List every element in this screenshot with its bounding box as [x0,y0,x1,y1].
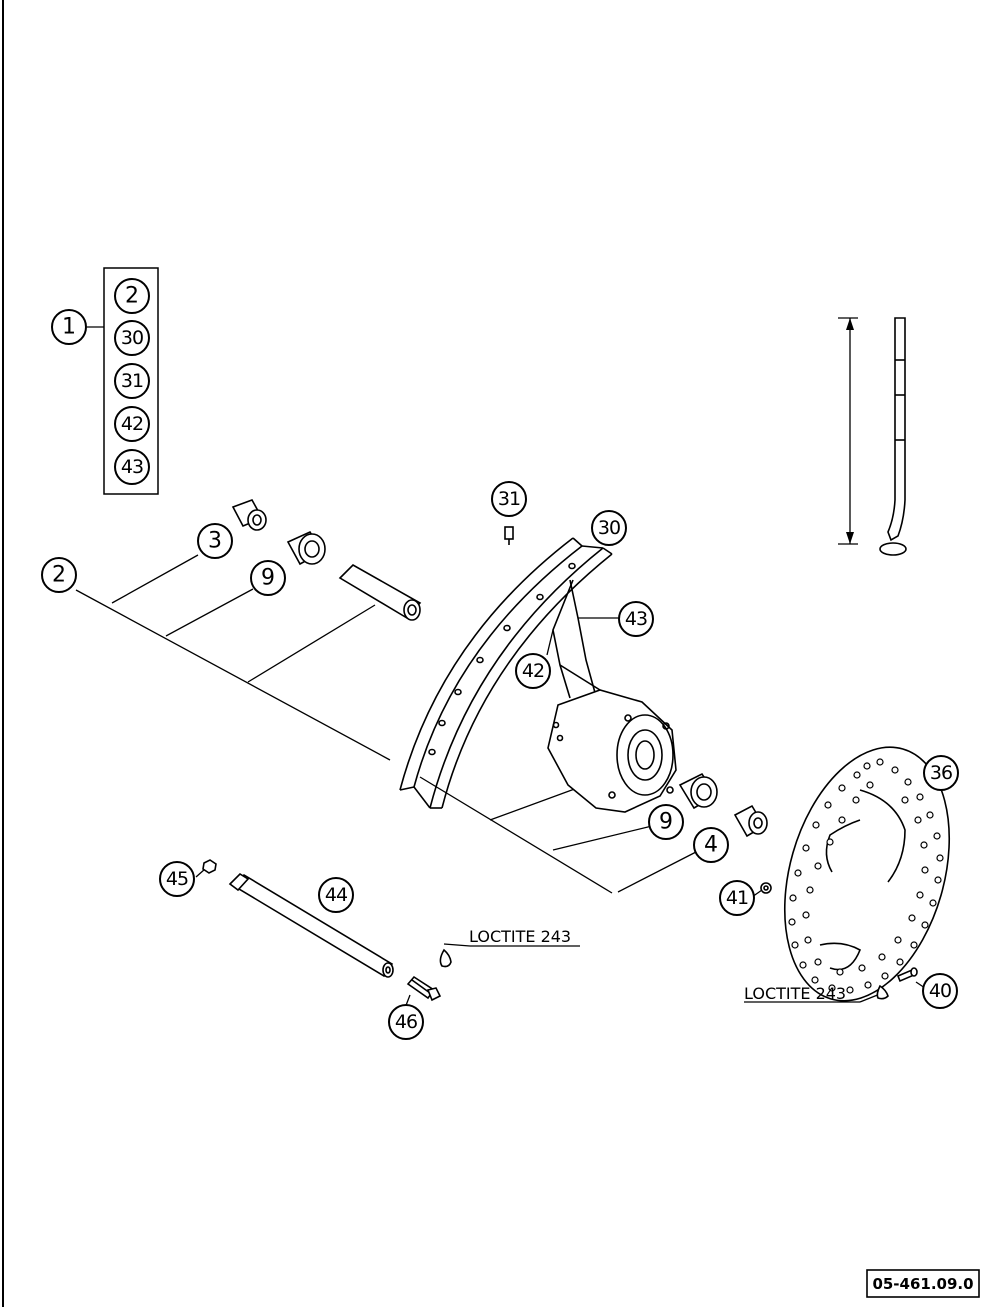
callout-36: 36 [923,755,959,791]
callout-31-label: 31 [498,488,520,510]
callout-1-label: 1 [62,315,76,340]
leader-lines [75,554,926,1009]
kit-callout-43: 43 [114,449,150,485]
callout-4: 4 [693,827,729,863]
kit-callout-31-label: 31 [121,370,143,392]
callout-1: 1 [51,309,87,345]
kit-group [87,267,159,495]
callout-9-bottom-label: 9 [659,810,673,835]
callout-30: 30 [591,510,627,546]
rim-part-30 [399,537,613,809]
valve-part-31 [504,526,514,545]
kit-callout-42: 42 [114,406,150,442]
loctite-label-disc: LOCTITE 243 [744,984,846,1003]
disc-holes [788,758,944,994]
callout-3-label: 3 [208,529,222,554]
loctite-drop-axle [439,948,452,968]
callout-9-bottom: 9 [648,804,684,840]
callout-45: 45 [159,861,195,897]
kit-callout-30-label: 30 [121,327,143,349]
callout-30-label: 30 [598,517,620,539]
callout-44: 44 [318,877,354,913]
bolt-part-46 [406,975,442,1002]
nut-part-41 [760,882,772,894]
callout-40-label: 40 [929,980,951,1002]
callout-36-label: 36 [930,762,952,784]
callout-9-top: 9 [250,560,286,596]
kit-box [103,267,159,495]
callout-9-top-label: 9 [261,566,275,591]
callout-4-label: 4 [704,833,718,858]
callout-42: 42 [515,653,551,689]
callout-46-label: 46 [395,1011,417,1033]
kit-callout-31: 31 [114,363,150,399]
loctite-drop-disc [876,984,889,1000]
callout-2-label: 2 [52,563,66,588]
rim-spoke-holes [428,562,576,756]
callout-41-label: 41 [726,887,748,909]
reference-number-label: 05-461.09.0 [872,1275,973,1293]
callout-43: 43 [618,601,654,637]
callout-45-label: 45 [166,868,188,890]
bearing-part-9-top [286,530,326,566]
spoke-detail [838,317,907,556]
callout-46: 46 [388,1004,424,1040]
kit-callout-2-label: 2 [125,284,139,309]
brake-disc-part-36 [783,746,951,1002]
kit-callout-43-label: 43 [121,456,143,478]
nut-part-45 [202,859,217,874]
callout-31: 31 [491,481,527,517]
distance-tube [338,564,422,621]
kit-callout-42-label: 42 [121,413,143,435]
screw-part-40 [896,967,918,983]
spacer-part-4 [733,804,768,838]
callout-44-label: 44 [325,884,348,906]
callout-3: 3 [197,523,233,559]
callout-43-label: 43 [625,608,647,630]
axle-part-44 [228,872,394,978]
callout-42-label: 42 [522,660,544,682]
loctite-label-axle: LOCTITE 243 [469,927,571,946]
reference-number: 05-461.09.0 [866,1269,980,1298]
bearing-part-9-bottom [678,772,718,810]
callout-40: 40 [922,973,958,1009]
callout-2: 2 [41,557,77,593]
kit-callout-2: 2 [114,278,150,314]
spacer-part-3 [231,499,267,531]
hub [547,689,677,813]
kit-callout-30: 30 [114,320,150,356]
callout-41: 41 [719,880,755,916]
